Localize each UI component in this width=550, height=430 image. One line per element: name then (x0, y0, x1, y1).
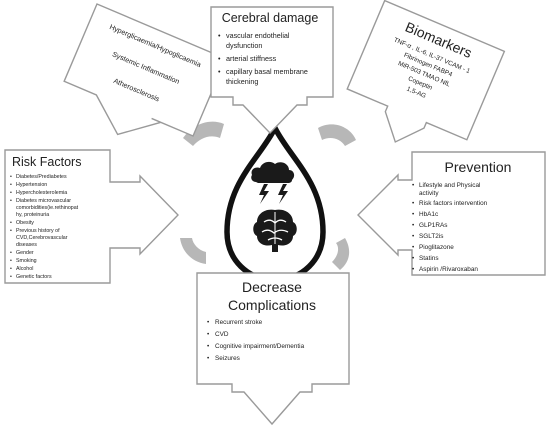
risk-bullet: • (10, 220, 12, 226)
biomarkers-arrow-shape (346, 0, 506, 143)
risk-item-1: Diabetes/Prediabetes (16, 174, 67, 180)
prevention-arrow-shape (357, 151, 546, 276)
decrease-bullet: • (207, 319, 209, 326)
arc-top-left-icon (183, 121, 224, 146)
risk-item-13: Alcohol (16, 266, 33, 272)
risk-item-4: Diabetes microvascular (16, 198, 71, 204)
cerebral-damage-title: Cerebral damage (222, 11, 319, 25)
prevention-item-1: Lifestyle and Physical (419, 182, 480, 189)
risk-bullet: • (10, 182, 12, 188)
risk-bullet: • (10, 174, 12, 180)
decrease-item-4: Seizures (215, 355, 240, 362)
risk-factors-arrow: Risk Factors • Diabetes/Prediabetes • Hy… (4, 149, 179, 284)
lightning-icon (259, 184, 288, 204)
cerebral-item-4: capillary basal membrane (226, 67, 308, 76)
risk-factors-list: • Diabetes/Prediabetes • Hypertension • … (10, 174, 79, 280)
risk-item-11: Gender (16, 250, 34, 256)
prevention-item-2: activity (419, 190, 439, 197)
prevention-bullet: • (412, 211, 414, 218)
prevention-item-5: GLP1RAs (419, 222, 447, 229)
risk-item-9: CVD,Cerebrovascular (16, 235, 68, 241)
cerebral-bullet-2: • (218, 54, 221, 63)
cerebral-bullet-3: • (218, 67, 221, 76)
prevention-item-9: Aspirin /Rivaroxaban (419, 266, 478, 273)
cerebral-item-3: arterial stiffness (226, 54, 277, 63)
risk-bullet: • (10, 228, 12, 234)
risk-item-3: Hypercholesterolemia (16, 190, 67, 196)
decrease-title-line-2: Complications (228, 297, 316, 313)
risk-factors-title: Risk Factors (12, 155, 81, 169)
prevention-bullet: • (412, 182, 414, 189)
prevention-bullet: • (412, 200, 414, 207)
cycle-arcs (180, 121, 356, 270)
decrease-bullet: • (207, 331, 209, 338)
risk-bullet: • (10, 250, 12, 256)
hyperglycaemia-arrow: Hyperglicaemia/Hypoglicaemia Systemic In… (63, 3, 227, 137)
cerebral-damage-arrow-shape (210, 6, 334, 135)
risk-item-2: Hypertension (16, 182, 47, 188)
cerebral-bullet-1: • (218, 31, 221, 40)
prevention-arrow: Prevention • Lifestyle and Physical acti… (357, 151, 546, 276)
brain-icon (253, 209, 297, 252)
decrease-bullet: • (207, 343, 209, 350)
storm-cloud-icon (251, 161, 295, 183)
biomarkers-arrow: Biomarkers TNF-α , IL-6, IL-37 VCAM - 1 … (346, 0, 506, 143)
risk-item-12: Smoking (16, 258, 37, 264)
arc-bottom-left-icon (180, 238, 206, 264)
cerebral-item-2: dysfunction (226, 41, 262, 50)
risk-item-6: hy, proteinuria (16, 212, 49, 218)
center-drop (224, 121, 326, 283)
decrease-complications-arrow: Decrease Complications • Recurrent strok… (196, 272, 350, 426)
decrease-complications-arrow-shape (196, 272, 350, 426)
drop-outline (224, 121, 326, 283)
prevention-bullet: • (412, 266, 414, 273)
risk-item-8: Previous history of (16, 228, 60, 234)
decrease-item-3: Cognitive impairment/Dementia (215, 343, 305, 350)
arc-top-right-icon (318, 124, 356, 146)
prevention-list: • Lifestyle and Physical activity • Risk… (412, 182, 488, 273)
arc-bottom-right-icon (332, 238, 350, 270)
risk-bullet: • (10, 266, 12, 272)
risk-bullet: • (10, 198, 12, 204)
decrease-item-2: CVD (215, 331, 229, 338)
risk-item-5: comorbidities(ie.rethinopat (16, 205, 79, 211)
risk-bullet: • (10, 190, 12, 196)
prevention-item-8: Statins (419, 255, 439, 262)
prevention-bullet: • (412, 222, 414, 229)
prevention-item-3: Risk factors intervention (419, 200, 488, 207)
prevention-bullet: • (412, 255, 414, 262)
risk-item-14: Genetic factors (16, 274, 52, 280)
decrease-title-line-1: Decrease (242, 279, 302, 295)
cerebral-item-1: vascular endothelial (226, 31, 290, 40)
prevention-item-4: HbA1c (419, 211, 439, 218)
decrease-bullet: • (207, 355, 209, 362)
risk-bullet: • (10, 274, 12, 280)
risk-factors-arrow-shape (4, 149, 179, 284)
decrease-item-1: Recurrent stroke (215, 319, 263, 326)
prevention-item-6: SGLT2is (419, 233, 443, 240)
prevention-bullet: • (412, 244, 414, 251)
prevention-item-7: Pioglitazone (419, 244, 454, 251)
prevention-title: Prevention (445, 159, 512, 175)
cerebral-damage-arrow: Cerebral damage • vascular endothelial d… (210, 6, 334, 135)
prevention-bullet: • (412, 233, 414, 240)
risk-item-7: Obesity (16, 220, 34, 226)
cerebral-item-5: thickening (226, 77, 258, 86)
risk-item-10: diseases (16, 242, 37, 248)
risk-bullet: • (10, 258, 12, 264)
